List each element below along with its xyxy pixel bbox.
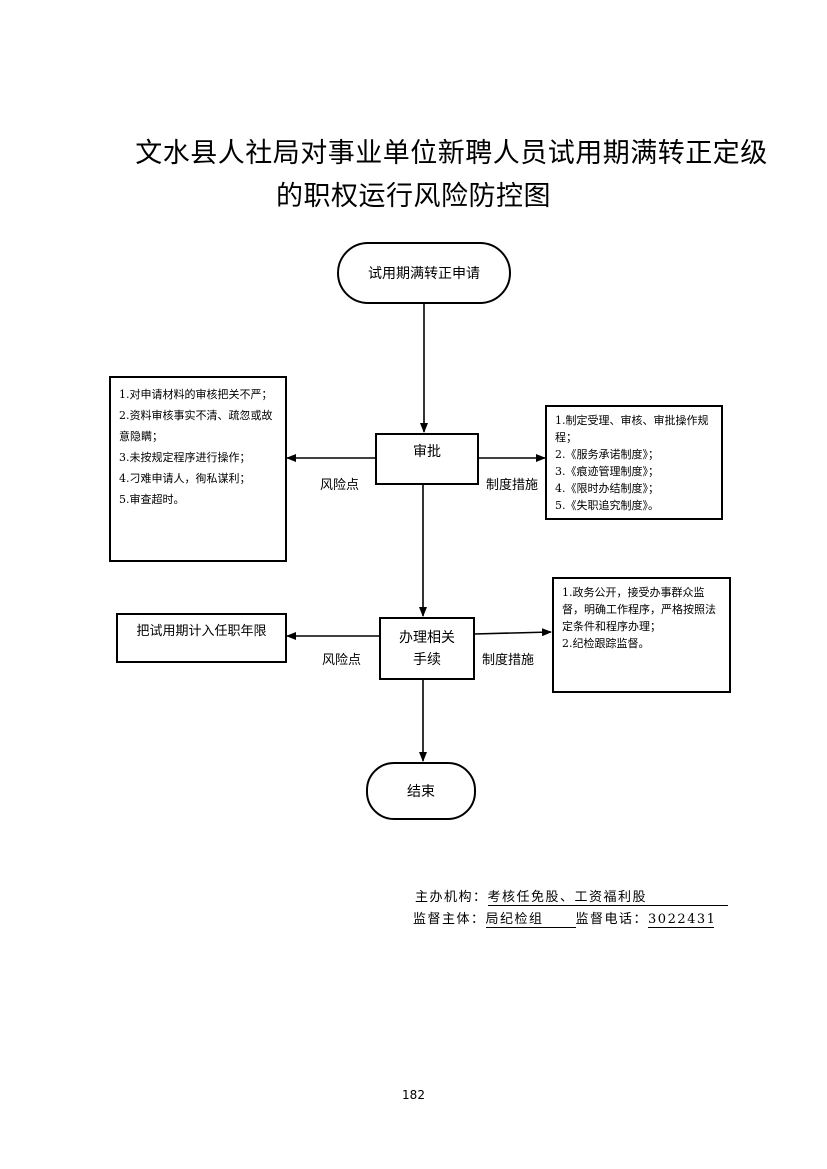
risk-box-1: 1.对申请材料的审核把关不严； 2.资料审核事实不清、疏忽或故意隐瞒； 3.未按…	[109, 376, 287, 562]
measure-label-1: 制度措施	[486, 478, 539, 493]
approve-step: 审批	[375, 433, 479, 485]
approve-step-label: 审批	[413, 444, 441, 460]
page-title-line1: 文水县人社局对事业单位新聘人员试用期满转正定级	[135, 138, 768, 169]
measure1-item: 3.《痕迹管理制度》；	[555, 465, 659, 478]
start-node: 试用期满转正申请	[337, 242, 511, 304]
measure-label-2: 制度措施	[482, 653, 535, 668]
risk1-item: 2.资料审核事实不清、疏忽或故意隐瞒；	[119, 409, 273, 443]
start-node-label: 试用期满转正申请	[368, 266, 480, 282]
supervisor-label: 监督主体：	[413, 912, 486, 927]
measure2-item: 2.纪检跟踪监督。	[562, 637, 650, 650]
handle-procedures-step: 办理相关 手续	[379, 617, 475, 680]
risk1-item: 5.审查超时。	[119, 493, 185, 506]
risk-box-2: 把试用期计入任职年限	[116, 613, 287, 663]
measure-box-2: 1.政务公开，接受办事群众监督，明确工作程序，严格按照法定条件和程序办理； 2.…	[552, 577, 731, 693]
measure1-item: 5.《失职追究制度》。	[555, 499, 659, 512]
measure1-item: 1.制定受理、审核、审批操作规程；	[555, 414, 709, 444]
risk-label-2: 风险点	[322, 653, 362, 668]
page-title-line2: 的职权运行风险防控图	[276, 181, 551, 212]
risk-box-2-text: 把试用期计入任职年限	[136, 624, 267, 639]
measure-box-1: 1.制定受理、审核、审批操作规程； 2.《服务承诺制度》； 3.《痕迹管理制度》…	[545, 405, 723, 520]
footer-supervision: 监督主体：局纪检组监督电话：3022431	[413, 908, 717, 928]
phone-label: 监督电话：	[575, 912, 649, 927]
end-node-label: 结束	[407, 784, 435, 800]
measure1-item: 2.《服务承诺制度》；	[555, 448, 659, 461]
risk1-item: 4.刁难申请人，徇私谋利；	[119, 472, 251, 485]
risk1-item: 1.对申请材料的审核把关不严；	[119, 388, 273, 401]
handle-step-label-2: 手续	[413, 651, 441, 668]
page-number: 182	[402, 1088, 425, 1102]
measure1-item: 4.《限时办结制度》；	[555, 482, 659, 495]
risk1-item: 3.未按规定程序进行操作；	[119, 451, 251, 464]
handle-step-label-1: 办理相关	[399, 629, 455, 646]
measure2-item: 1.政务公开，接受办事群众监督，明确工作程序，严格按照法定条件和程序办理；	[562, 586, 716, 633]
end-node: 结束	[366, 762, 476, 820]
footer-organizer: 主办机构：考核任免股、工资福利股	[415, 886, 728, 906]
arrow-handle-to-measure2	[473, 628, 552, 637]
supervisor-value: 局纪检组	[485, 908, 576, 928]
phone-value: 3022431	[648, 912, 717, 928]
organizer-label: 主办机构：	[415, 890, 488, 905]
risk-label-1: 风险点	[320, 478, 360, 493]
organizer-value: 考核任免股、工资福利股	[487, 886, 728, 906]
